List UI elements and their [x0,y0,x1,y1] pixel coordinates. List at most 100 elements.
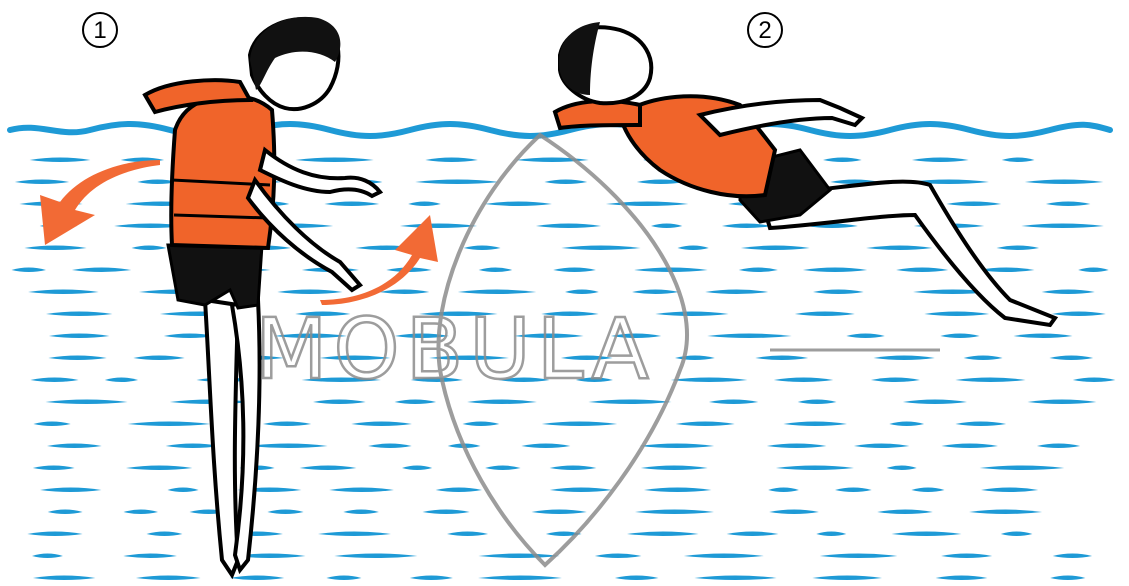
ripple [816,532,846,537]
ripple [615,576,659,581]
ripple [147,532,183,537]
ripple [1046,202,1091,207]
ripple [741,246,810,251]
ripple [136,576,201,581]
ripple [30,378,78,383]
ripple [410,576,453,581]
ripple [722,224,772,229]
floating-vest-collar [555,101,640,128]
ripple [941,444,998,449]
ripple [595,554,642,559]
ripple [33,576,96,581]
ripple [588,400,671,405]
ripple [565,290,599,295]
ripple [464,246,501,251]
ripple [924,312,989,317]
ripple [776,466,854,471]
ripple [395,400,437,405]
ripple [324,202,379,207]
ripple [48,510,83,515]
watermark-text: MOBULA [255,300,655,398]
ripple [47,444,102,449]
ripple [277,290,342,295]
ripple [874,356,935,361]
ripple [981,488,1038,493]
ripple [458,290,537,295]
ripple [1042,290,1095,295]
ripple [892,532,962,537]
ripple [351,422,412,427]
ripple [671,378,748,383]
ripple [1052,312,1106,317]
ripple [1053,554,1092,559]
ripple [803,268,867,273]
ripple [705,290,768,295]
ripple [230,576,285,581]
ripple [542,422,617,427]
life-vest-icon [171,96,274,248]
ripple [126,466,192,471]
ripple [774,378,834,383]
ripple [820,554,898,559]
ripple [550,488,613,493]
ripple [423,510,470,515]
ripple [1028,400,1097,405]
ripple [15,180,69,185]
ripple [768,488,799,493]
ripple [767,444,827,449]
ripple [485,466,521,471]
ripple [72,268,132,273]
ripple [33,466,75,471]
ripple [941,554,992,559]
ripple [313,400,366,405]
ripple [484,202,552,207]
step-marker-2: 2 [748,13,782,47]
ripple [436,488,482,493]
ripple [755,356,808,361]
ripple [903,400,967,405]
ripple [32,554,63,559]
ripple [553,268,596,273]
ripple [1021,224,1104,229]
ripple [479,268,513,273]
ripple [561,246,640,251]
ripple [295,158,373,163]
ripple [644,488,712,493]
ripple [12,268,47,273]
step-number-1: 1 [93,17,106,44]
ripple [813,290,864,295]
ripple [478,554,559,559]
ripple [425,158,478,163]
ripple [40,488,101,493]
ripple [769,510,819,515]
ripple [343,510,379,515]
ripple [28,290,99,295]
ripple [676,422,735,427]
ripple [408,202,441,207]
ripple [823,158,862,163]
ripple [912,158,969,163]
ripple [889,422,924,427]
person-floating-figure [555,22,1055,325]
ripple [795,312,855,317]
ripple [964,356,1003,361]
ripple [1014,334,1073,339]
ripple [521,444,570,449]
ripple [655,312,728,317]
ripple [866,246,932,251]
ripple [329,488,394,493]
ripple [835,488,872,493]
ripple [846,334,885,339]
ripple [544,180,587,185]
ripple [651,224,682,229]
ripple [550,466,597,471]
ripple [727,532,779,537]
ripple [694,576,776,581]
step-marker-1: 1 [83,13,117,47]
ripple [1025,180,1104,185]
ripple [1078,268,1109,273]
ripple [739,268,778,273]
ripple [123,554,177,559]
ripple [896,268,948,273]
